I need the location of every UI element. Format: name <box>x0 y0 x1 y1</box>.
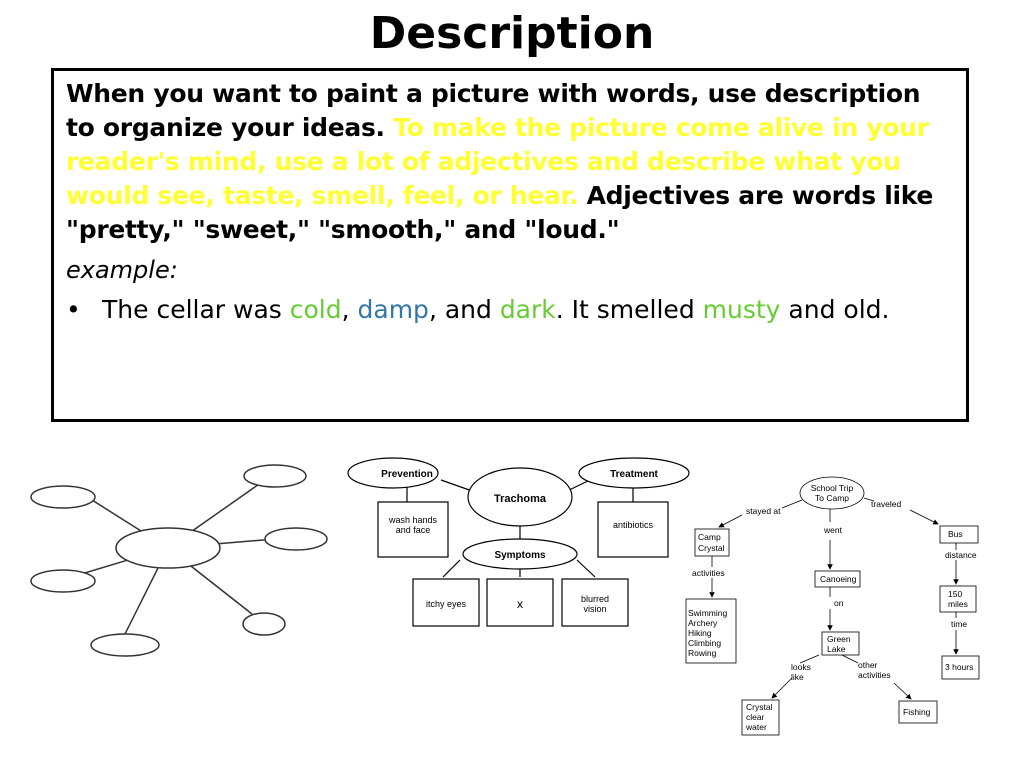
edge-label: looks <box>791 662 811 672</box>
green-lake-box <box>821 631 860 656</box>
prevention-label: Prevention <box>381 469 433 480</box>
activities-box <box>685 598 737 664</box>
crystal-text: clear <box>746 712 765 722</box>
green-lake-text: Lake <box>827 644 846 654</box>
camp-box <box>694 528 730 557</box>
description-paragraph: When you want to paint a picture with wo… <box>66 77 954 247</box>
web-outer-oval <box>242 612 286 636</box>
symptom-box <box>412 578 480 627</box>
word-cold: cold <box>289 295 342 324</box>
symptoms-label: Symptoms <box>494 550 546 561</box>
root-text: School Trip <box>811 483 854 493</box>
edge-label: went <box>823 525 843 535</box>
blurred-vision-line: blurred <box>581 594 609 604</box>
fishing-text: Fishing <box>903 707 931 717</box>
sentence-part: , <box>341 295 358 324</box>
prevention-box-line: wash hands <box>388 515 438 525</box>
root-text: To Camp <box>815 493 849 503</box>
treatment-label: Treatment <box>610 469 658 480</box>
treatment-box <box>597 501 669 558</box>
camp-text: Crystal <box>698 543 725 553</box>
activity-item: Hiking <box>688 628 712 638</box>
activity-item: Climbing <box>688 638 721 648</box>
paragraph-highlight: To make the picture come alive in your r… <box>66 113 929 210</box>
edge-label: like <box>791 672 804 682</box>
edge-label: stayed at <box>746 506 781 516</box>
activity-item: Swimming <box>688 608 727 618</box>
crystal-clear-box <box>741 699 780 736</box>
sentence-part: , and <box>428 295 500 324</box>
trachoma-label: Trachoma <box>494 493 547 505</box>
paragraph-adjectives: Adjectives are words like "pretty," "swe… <box>66 181 934 244</box>
edge-label: activities <box>692 568 725 578</box>
web-outer-oval <box>264 527 328 551</box>
web-outer-oval <box>243 464 307 488</box>
activity-item: Archery <box>688 618 718 628</box>
activity-item: Rowing <box>688 648 717 658</box>
itchy-eyes-text: itchy eyes <box>426 599 467 609</box>
prevention-box-line: and face <box>396 525 431 535</box>
prevention-box <box>377 501 449 558</box>
prevention-oval <box>347 457 439 489</box>
camp-concept-map: School Trip To Camp stayed at went trave… <box>685 476 980 736</box>
example-bullet: • The cellar was cold, damp, and dark. I… <box>66 293 954 327</box>
web-outer-oval <box>30 485 96 509</box>
canoeing-box <box>814 570 861 588</box>
edge-label: activities <box>858 670 891 680</box>
page-title: Description <box>369 8 655 59</box>
web-center-oval <box>115 527 221 569</box>
sentence-part: . It smelled <box>555 295 703 324</box>
edge-label: other <box>858 660 878 670</box>
bullet-icon: • <box>66 295 81 324</box>
paragraph-intro: When you want to paint a picture with wo… <box>66 79 921 142</box>
camp-text: Camp <box>698 532 721 542</box>
x-mark-text: x <box>517 597 523 611</box>
treatment-box-text: antibiotics <box>613 520 654 530</box>
edge-label: time <box>951 619 967 629</box>
symptom-box <box>486 578 554 627</box>
symptoms-oval <box>462 538 578 570</box>
trachoma-diagram: Prevention Treatment Trachoma Symptoms w… <box>347 457 690 627</box>
sentence-part: The cellar was <box>102 295 290 324</box>
canoeing-text: Canoeing <box>820 574 857 584</box>
miles-text: 150 <box>948 589 962 599</box>
word-damp: damp <box>357 295 429 324</box>
blank-web-diagram <box>30 464 328 657</box>
description-text-box: When you want to paint a picture with wo… <box>51 68 969 422</box>
green-lake-text: Green <box>827 634 851 644</box>
edge-label: on <box>834 598 844 608</box>
crystal-text: Crystal <box>746 702 773 712</box>
web-outer-oval <box>30 569 96 593</box>
web-outer-oval <box>90 633 160 657</box>
bus-box <box>939 525 979 544</box>
fishing-box <box>898 700 938 724</box>
bus-text: Bus <box>948 529 963 539</box>
word-musty: musty <box>702 295 781 324</box>
root-oval <box>799 476 865 510</box>
example-sentence: The cellar was cold, damp, and dark. It … <box>102 293 889 327</box>
hours-text: 3 hours <box>945 662 973 672</box>
example-label: example: <box>66 256 178 284</box>
hours-box <box>941 655 980 680</box>
blurred-vision-line: vision <box>583 604 606 614</box>
sentence-part: and old. <box>780 295 890 324</box>
crystal-text: water <box>745 722 767 732</box>
edge-label: distance <box>945 550 977 560</box>
word-dark: dark <box>499 295 556 324</box>
trachoma-oval <box>467 467 573 527</box>
edge-label: traveled <box>871 499 902 509</box>
symptom-box <box>561 578 629 627</box>
treatment-oval <box>578 457 690 489</box>
miles-text: miles <box>948 599 968 609</box>
miles-box <box>939 585 977 613</box>
